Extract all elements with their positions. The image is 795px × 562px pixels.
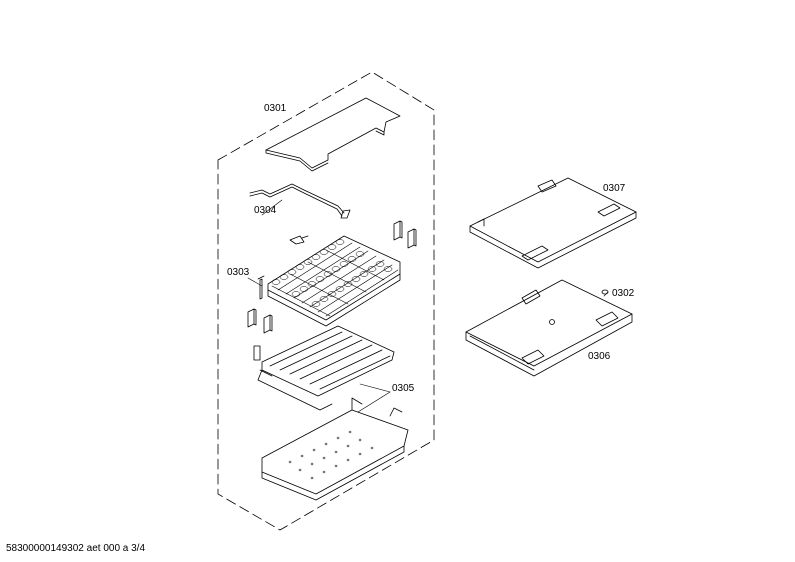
part-0303-evaporator	[268, 236, 400, 326]
label-0304: 0304	[254, 205, 277, 216]
part-0305-heater	[254, 326, 394, 410]
part-0307-board	[470, 178, 636, 268]
label-0301: 0301	[264, 103, 287, 114]
leader-lines	[248, 200, 608, 412]
label-0302: 0302	[612, 288, 635, 299]
document-footer: 58300000149302 aet 000 a 3/4	[6, 543, 146, 554]
part-0301-cover-plate	[266, 98, 400, 171]
label-0303: 0303	[227, 267, 250, 278]
label-0307: 0307	[603, 183, 626, 194]
part-0305-tray	[262, 398, 408, 500]
part-pads	[248, 221, 416, 333]
part-0306-cover	[466, 280, 632, 376]
assembly-boundary	[218, 72, 434, 530]
label-0305: 0305	[392, 383, 415, 394]
label-0306: 0306	[588, 351, 611, 362]
part-0304-tube	[250, 184, 350, 218]
